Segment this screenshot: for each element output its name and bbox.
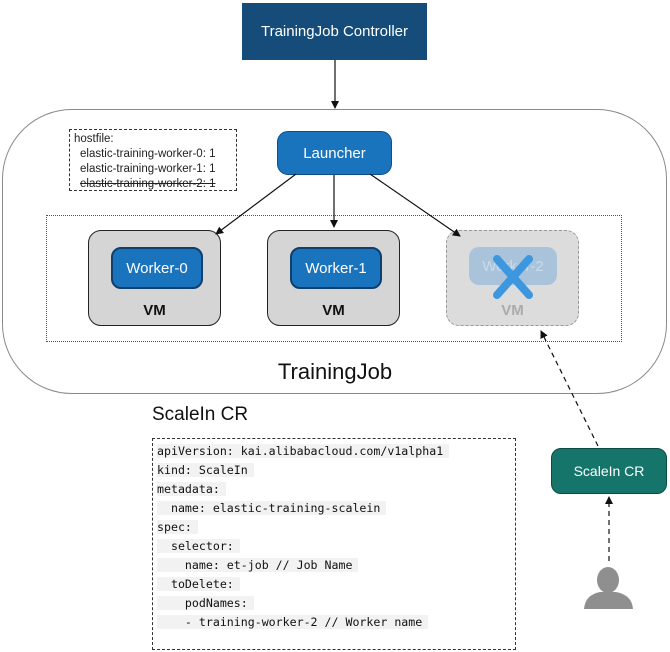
vm-0-label: VM	[143, 302, 166, 319]
vm-2-removed: Worker-2 VM	[446, 230, 579, 326]
trainingjob-controller-box: TrainingJob Controller	[242, 3, 427, 60]
yaml-line: toDelete:	[157, 575, 515, 594]
user-icon	[584, 567, 633, 609]
worker-1-label: Worker-1	[305, 259, 367, 277]
yaml-line: name: et-job // Job Name	[157, 556, 515, 575]
trainingjob-label: TrainingJob	[277, 359, 393, 384]
yaml-line: podNames:	[157, 594, 515, 613]
hostfile-line-worker-1: elastic-training-worker-1: 1	[80, 163, 216, 175]
launcher-box: Launcher	[277, 131, 392, 175]
vm-1-label: VM	[322, 302, 345, 319]
hostfile-box: hostfile: elastic-training-worker-0: 1 e…	[69, 129, 237, 191]
worker-2-box: Worker-2	[469, 247, 557, 285]
trainingjob-controller-label: TrainingJob Controller	[260, 23, 408, 40]
yaml-line: metadata:	[157, 480, 515, 499]
worker-1-box: Worker-1	[290, 247, 382, 289]
scalein-yaml-block: apiVersion: kai.alibabacloud.com/v1alpha…	[152, 438, 516, 650]
worker-0-box: Worker-0	[111, 247, 203, 289]
scalein-cr-title: ScaleIn CR	[152, 404, 249, 425]
launcher-label: Launcher	[303, 144, 366, 162]
yaml-line: name: elastic-training-scalein	[157, 499, 515, 518]
yaml-line: apiVersion: kai.alibabacloud.com/v1alpha…	[157, 442, 515, 461]
x-mark-icon	[493, 255, 533, 299]
hostfile-line-worker-2: elastic-training-worker-2: 1	[80, 178, 216, 190]
vm-1: Worker-1 VM	[267, 230, 400, 326]
hostfile-title: hostfile:	[74, 133, 114, 145]
vm-2-label: VM	[501, 302, 524, 319]
vm-0: Worker-0 VM	[88, 230, 221, 326]
yaml-line: kind: ScaleIn	[157, 461, 515, 480]
scalein-cr-box: ScaleIn CR	[551, 448, 667, 494]
yaml-line: selector:	[157, 537, 515, 556]
hostfile-line-worker-0: elastic-training-worker-0: 1	[80, 148, 216, 160]
worker-0-label: Worker-0	[126, 259, 188, 277]
yaml-line: spec:	[157, 518, 515, 537]
yaml-line: - training-worker-2 // Worker name	[157, 613, 515, 632]
scalein-cr-box-label: ScaleIn CR	[573, 463, 645, 479]
